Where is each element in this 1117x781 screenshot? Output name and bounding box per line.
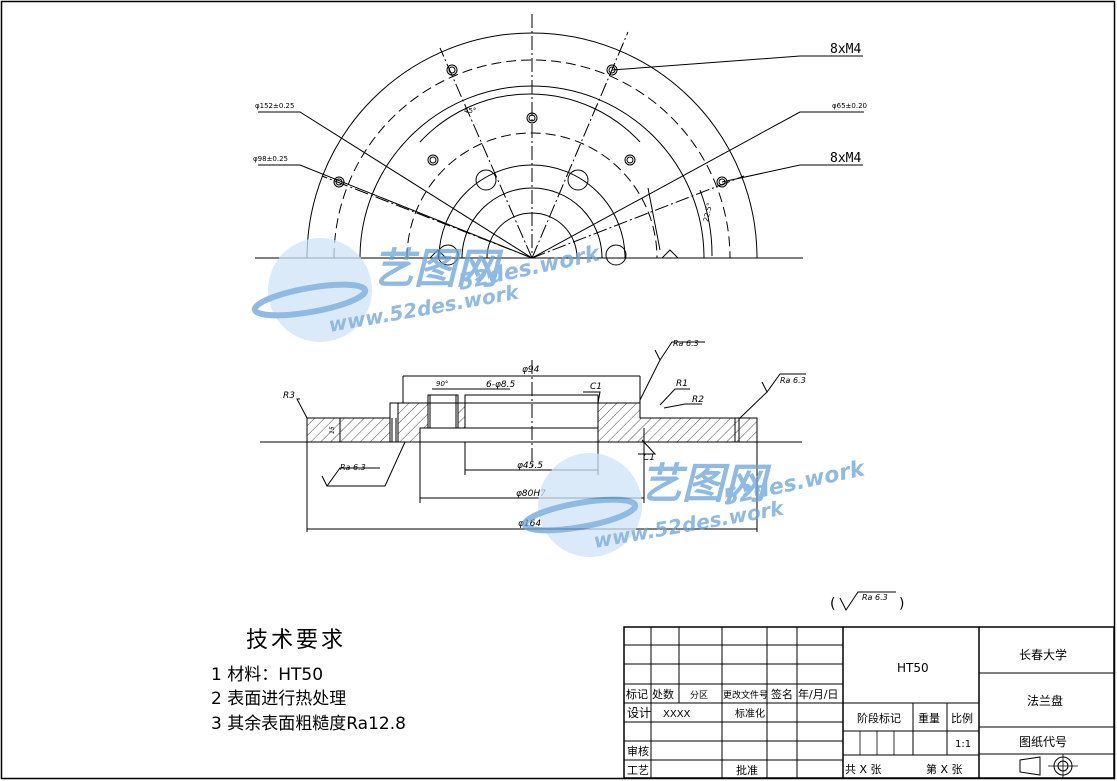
- tb-material: HT50: [897, 661, 929, 675]
- dim-94: φ94: [522, 365, 540, 375]
- tb-drawing-no-label: 图纸代号: [1019, 735, 1067, 749]
- roughness-left: Ra 6.3: [340, 463, 366, 472]
- dim-164: φ164: [518, 519, 541, 529]
- watermark-brand-2: 艺图网: [640, 459, 772, 508]
- dim-pcd-65: φ65±0.20: [832, 102, 867, 110]
- tb-school: 长春大学: [1019, 647, 1067, 662]
- tb-review: 审核: [627, 744, 649, 758]
- dim-thickness: 15: [329, 426, 336, 434]
- tb-design: 设计: [627, 706, 651, 720]
- callout-m4-lower: 8xM4: [830, 151, 861, 166]
- dim-pcd-98: φ98±0.25: [253, 155, 288, 163]
- general-roughness: ( Ra 6.3 ): [830, 591, 904, 612]
- general-roughness-open: (: [830, 596, 835, 612]
- top-view: [255, 14, 864, 266]
- tech-req-title: 技术要求: [246, 628, 346, 653]
- watermark-2: 艺图网 52des.work www.52des.work: [521, 453, 868, 557]
- tb-approve: 批准: [736, 763, 758, 777]
- general-roughness-value: Ra 6.3: [862, 593, 888, 602]
- tb-stage-mark: 阶段标记: [857, 711, 901, 725]
- section-view-labels: φ94 90° 6-φ8.5 C1 C1 R3 R1 R2 Ra 6.3 Ra …: [283, 339, 806, 529]
- tech-req-item-3: 3 其余表面粗糙度Ra12.8: [211, 714, 406, 734]
- tb-mark: 标记: [626, 687, 648, 701]
- tb-scale: 1:1: [955, 739, 971, 750]
- watermark-brand-1: 艺图网: [372, 244, 504, 293]
- callout-m4-upper: 8xM4: [830, 42, 861, 57]
- top-view-labels: 8xM4 8xM4 φ152±0.25 φ98±0.25 φ65±0.20 45…: [253, 42, 867, 222]
- title-block: [623, 626, 1115, 779]
- tb-scale-label: 比例: [951, 711, 973, 725]
- tb-date: 年/月/日: [798, 687, 838, 701]
- roughness-top: Ra 6.3: [673, 339, 699, 348]
- dim-80h7: φ80H7: [516, 489, 546, 499]
- chamfer-lower: C1: [643, 453, 655, 463]
- title-block-text: HT50 长春大学 法兰盘 图纸代号 标记 处数 分区 更改文件号 签名 年/月…: [626, 647, 1067, 777]
- section-view: [260, 341, 806, 532]
- roughness-right: Ra 6.3: [780, 376, 806, 385]
- dim-6x85: 6-φ8.5: [486, 380, 515, 390]
- dim-pcd-152: φ152±0.25: [255, 102, 294, 110]
- dim-45-5: φ45.5: [517, 461, 543, 471]
- tb-sheet-no: 第 X 张: [926, 762, 963, 776]
- tb-weight: 重量: [918, 711, 940, 725]
- tb-standard: 标准化: [735, 707, 765, 720]
- tb-count: 处数: [652, 688, 674, 701]
- tb-change-doc: 更改文件号: [723, 689, 768, 701]
- tb-process: 工艺: [627, 764, 649, 777]
- angle-22-5: 22.5°: [702, 202, 714, 222]
- radius-r1: R1: [676, 379, 688, 389]
- watermark-1: 艺图网 52des.work www.52des.work: [251, 238, 603, 342]
- tb-design-value: XXXX: [663, 709, 691, 720]
- tb-zone: 分区: [690, 690, 708, 701]
- chamfer-upper: C1: [590, 382, 602, 392]
- tech-req-item-1: 1 材料：HT50: [211, 665, 323, 685]
- angle-45: 45°: [464, 107, 476, 115]
- radius-r2: R2: [692, 395, 704, 405]
- tb-part-name: 法兰盘: [1027, 693, 1063, 708]
- tech-requirements: 技术要求 1 材料：HT50 2 表面进行热处理 3 其余表面粗糙度Ra12.8: [211, 628, 406, 734]
- general-roughness-close: ): [899, 596, 904, 612]
- tech-req-item-2: 2 表面进行热处理: [211, 689, 346, 709]
- tb-sheets: 共 X 张: [845, 763, 882, 776]
- dim-90deg: 90°: [436, 380, 448, 388]
- tb-sign: 签名: [771, 687, 793, 701]
- radius-r3: R3: [283, 391, 295, 401]
